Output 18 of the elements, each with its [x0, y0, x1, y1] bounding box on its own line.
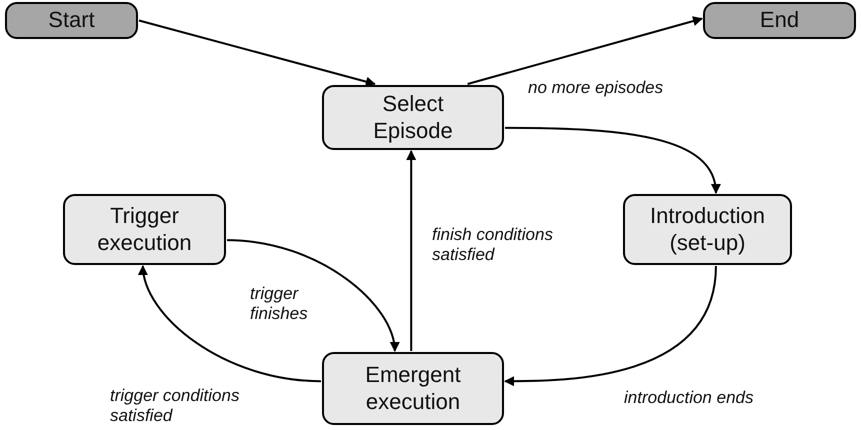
arrow	[139, 265, 322, 382]
terminal-box: End	[703, 2, 856, 39]
terminal-box: Start	[5, 2, 138, 39]
edge-label: trigger conditions satisfied	[110, 386, 240, 427]
edge-label: trigger finishes	[250, 284, 309, 325]
state-box: Select Episode	[322, 85, 504, 150]
arrow	[226, 239, 399, 352]
state-box: Trigger execution	[63, 194, 226, 265]
arrow	[504, 266, 717, 386]
arrow	[505, 126, 720, 194]
arrow	[406, 150, 416, 351]
arrow	[467, 16, 703, 85]
state-box: Introduction (set-up)	[623, 194, 792, 265]
arrow	[138, 20, 376, 86]
state-box: Emergent execution	[322, 352, 504, 425]
edge-label: finish conditions satisfied	[432, 225, 554, 266]
edge-label: introduction ends	[624, 388, 754, 408]
edge-label: no more episodes	[528, 78, 664, 98]
